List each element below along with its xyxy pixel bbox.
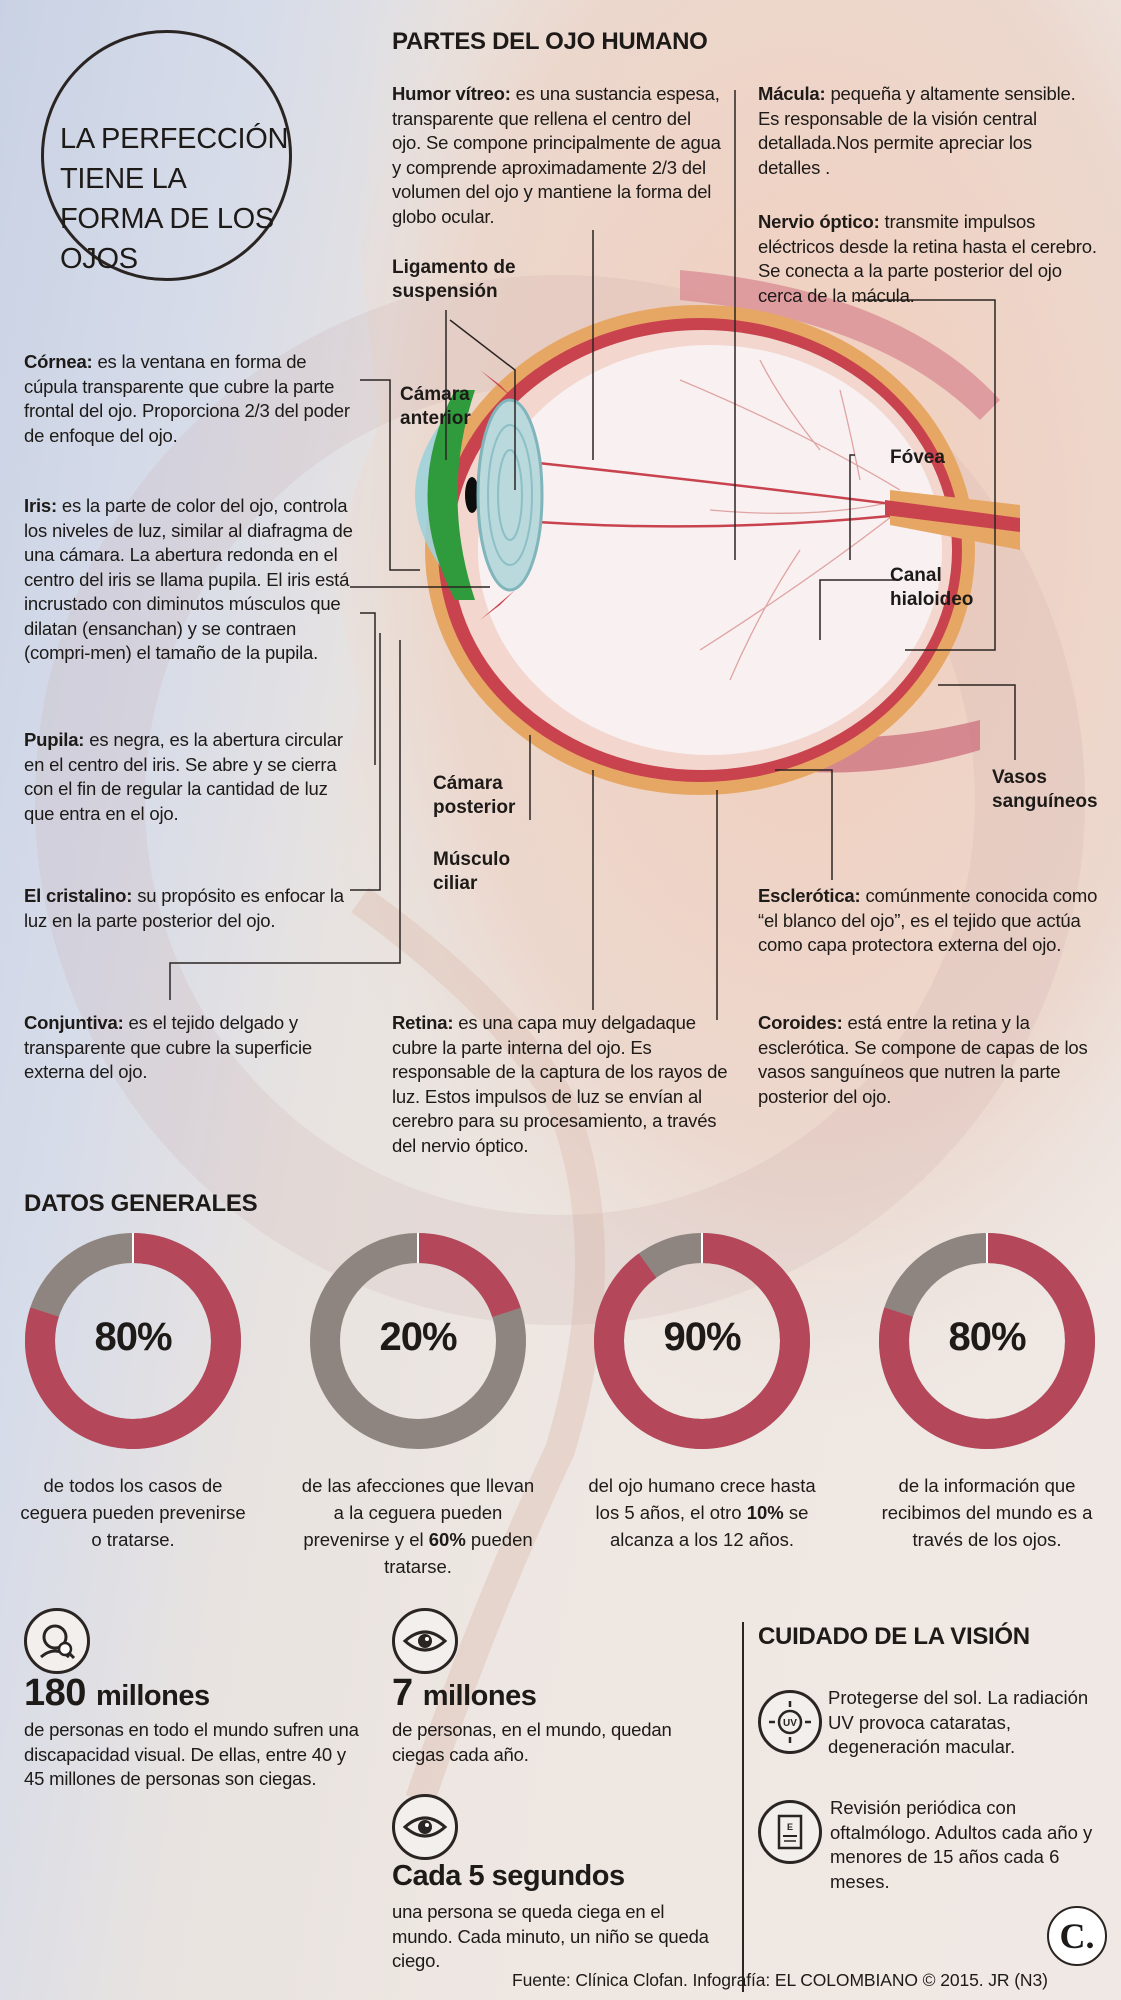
stat-cada-5-segundos-text: una persona se queda ciega en el mundo. … <box>392 1901 709 1971</box>
eye-icon <box>392 1608 458 1674</box>
parts-heading: PARTES DEL OJO HUMANO <box>392 28 708 55</box>
eye-icon <box>392 1794 458 1860</box>
part-cornea: Córnea: es la ventana en forma de cúpula… <box>24 351 350 446</box>
hyaloid-canal <box>509 458 901 528</box>
stat-7-text: de personas, en el mundo, quedan ciegas … <box>392 1719 672 1765</box>
superior-muscle <box>680 270 1000 420</box>
retinal-vessels <box>679 359 901 681</box>
general-heading: DATOS GENERALES <box>24 1190 258 1217</box>
part-retina: Retina: es una capa muy delgadaque cubre… <box>392 1012 728 1156</box>
stat-180: 180 millones <box>24 1672 210 1714</box>
eye-diagram <box>415 270 1020 795</box>
donut-caption-4: de la información que recibimos del mund… <box>881 1475 1093 1550</box>
logo: C. <box>1047 1906 1107 1966</box>
care-item-checkup: Revisión periódica con oftalmólogo. Adul… <box>830 1797 1093 1892</box>
page-title: LA PERFECCIÓN TIENE LA FORMA DE LOS OJOS <box>60 123 289 275</box>
svg-text:E: E <box>787 1822 793 1832</box>
label-canal: Canal hialoideo <box>890 565 974 610</box>
part-humor-vitreo: Humor vítreo: es una sustancia espesa, t… <box>392 83 721 227</box>
part-esclerotica: Esclerótica: comúnmente conocida como “e… <box>758 885 1098 955</box>
care-divider <box>742 1622 744 1992</box>
donut-percent-label-1: 80% <box>94 1315 172 1359</box>
part-nervio-optico: Nervio óptico: transmite impulsos eléctr… <box>758 211 1097 306</box>
donut-caption-3: del ojo humano crece hasta los 5 años, e… <box>588 1475 816 1550</box>
iris <box>427 390 475 600</box>
optic-nerve-core <box>885 500 1020 532</box>
part-conjuntiva: Conjuntiva: es el tejido delgado y trans… <box>24 1012 312 1082</box>
donut-charts <box>25 1233 1095 1449</box>
stat-7: 7 millones <box>392 1672 537 1714</box>
label-camara-posterior: Cámara posterior <box>433 773 516 818</box>
stat-180-text: de personas en todo el mundo sufren una … <box>24 1719 359 1789</box>
footer-credit: Fuente: Clínica Clofan. Infografía: EL C… <box>512 1970 1048 1990</box>
label-musculo: Músculo ciliar <box>433 849 511 894</box>
part-macula: Mácula: pequeña y altamente sensible. Es… <box>758 83 1076 178</box>
vitreous <box>478 345 942 755</box>
donut-percent-label-2: 20% <box>379 1315 457 1359</box>
label-ligamento: Ligamento de suspensión <box>392 257 516 302</box>
label-fovea: Fóvea <box>890 447 945 468</box>
part-iris: Iris: es la parte de color del ojo, cont… <box>24 495 353 663</box>
eye-chart-icon: E <box>758 1800 822 1864</box>
donut-percent-label-3: 90% <box>663 1315 741 1359</box>
part-pupila: Pupila: es negra, es la abertura circula… <box>24 729 343 824</box>
pupil <box>465 477 479 513</box>
part-coroides: Coroides: está entre la retina y la escl… <box>758 1012 1088 1107</box>
part-cristalino: El cristalino: su propósito es enfocar l… <box>24 885 344 931</box>
donut-caption-2: de las afecciones que llevan a la ceguer… <box>301 1475 535 1577</box>
donut-percent-label-4: 80% <box>948 1315 1026 1359</box>
title-circle: LA PERFECCIÓN TIENE LA FORMA DE LOS OJOS <box>41 30 292 281</box>
leader-lines <box>169 90 1016 1020</box>
care-item-sun: Protegerse del sol. La radiación UV prov… <box>828 1687 1089 1757</box>
label-camara-anterior: Cámara anterior <box>400 384 471 429</box>
donut-caption-1: de todos los casos de ceguera pueden pre… <box>20 1475 246 1550</box>
person-search-icon <box>24 1608 90 1674</box>
label-vasos: Vasos sanguíneos <box>992 767 1098 812</box>
stat-cada-5-segundos: Cada 5 segundos <box>392 1860 625 1892</box>
uv-sun-icon: UV <box>758 1690 822 1754</box>
svg-text:UV: UV <box>783 1718 797 1729</box>
care-heading: CUIDADO DE LA VISIÓN <box>758 1623 1030 1650</box>
